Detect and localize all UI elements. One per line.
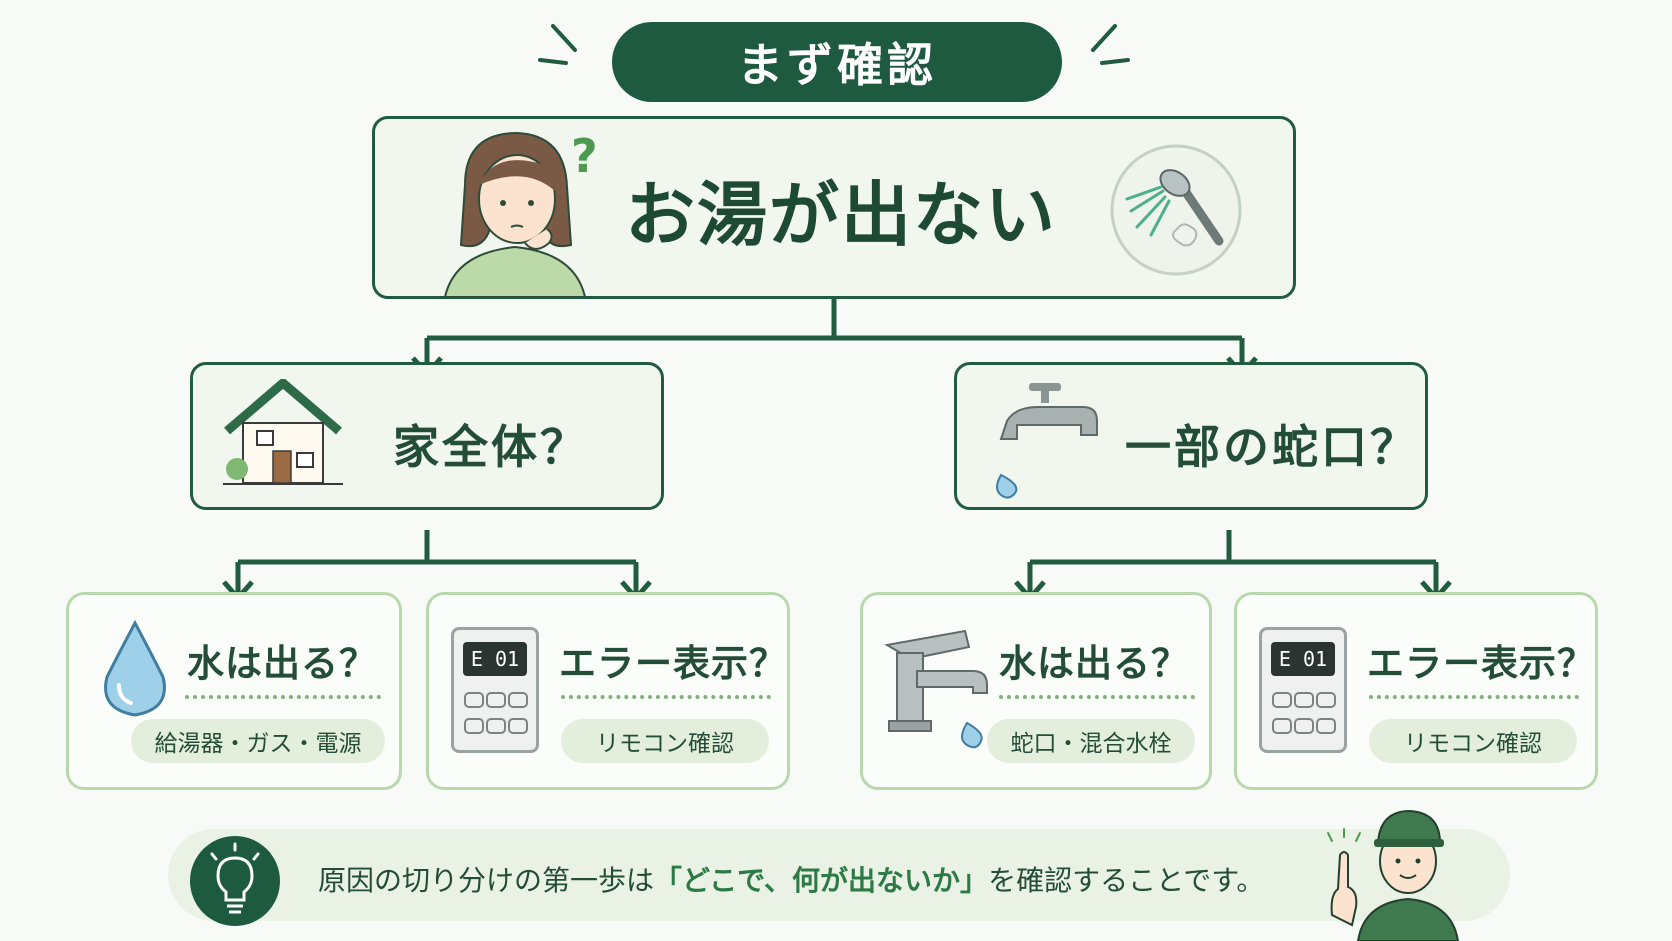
remote-buttons-row2 <box>1272 718 1336 734</box>
remote-control-icon: E 01 <box>1259 627 1347 753</box>
tip-note-bar: 原因の切り分けの第一歩は「どこで、何が出ないか」を確認することです。 <box>168 829 1510 921</box>
shower-icon <box>1110 144 1242 276</box>
branch-box-some-faucet: 一部の蛇口？ <box>954 362 1428 510</box>
dotted-divider <box>561 695 771 699</box>
chip-house-error: リモコン確認 <box>561 719 769 763</box>
branch-box-whole-house: 家全体？ <box>190 362 664 510</box>
leaf-card-house-water: 水は出る？ 給湯器・ガス・電源 <box>66 592 402 790</box>
main-problem-box: ? お湯が出ない <box>372 116 1296 299</box>
title-sparks <box>538 24 1130 65</box>
branch-title-whole-house: 家全体？ <box>393 420 589 474</box>
leaf-card-faucet-water: 水は出る？ 蛇口・混合水栓 <box>860 592 1212 790</box>
tip-note-prefix: 原因の切り分けの第一歩は <box>318 864 655 897</box>
dotted-divider <box>1369 695 1579 699</box>
house-icon <box>223 379 343 485</box>
dotted-divider <box>999 695 1195 699</box>
question-mark-icon: ? <box>571 129 598 183</box>
worker-pointing-icon <box>1327 809 1460 941</box>
section-title: まず確認 <box>737 38 937 92</box>
remote-buttons-row2 <box>464 718 528 734</box>
lightbulb-badge <box>190 836 280 926</box>
thinking-woman-icon <box>443 131 587 297</box>
section-title-pill: まず確認 <box>612 22 1062 102</box>
leaf-title-house-water: 水は出る？ <box>187 642 377 685</box>
leaf-title-faucet-water: 水は出る？ <box>999 642 1189 685</box>
remote-buttons-row1 <box>1272 692 1336 708</box>
tip-note-text: 原因の切り分けの第一歩は「どこで、何が出ないか」を確認することです。 <box>318 859 1264 899</box>
leaf-title-faucet-error: エラー表示？ <box>1367 642 1595 685</box>
chip-faucet-error: リモコン確認 <box>1369 719 1577 763</box>
remote-display: E 01 <box>463 642 527 676</box>
faucet-icon <box>996 383 1098 499</box>
remote-buttons-row1 <box>464 692 528 708</box>
chip-house-water: 給湯器・ガス・電源 <box>131 719 385 763</box>
main-problem-title: お湯が出ない <box>625 174 1057 256</box>
leaf-card-house-error: E 01 エラー表示？ リモコン確認 <box>426 592 790 790</box>
lightbulb-icon <box>210 842 260 914</box>
remote-control-icon: E 01 <box>451 627 539 753</box>
branch-title-some-faucet: 一部の蛇口？ <box>1125 420 1419 474</box>
leaf-card-faucet-error: E 01 エラー表示？ リモコン確認 <box>1234 592 1598 790</box>
dotted-divider <box>185 695 381 699</box>
tip-note-suffix: を確認することです。 <box>988 864 1265 897</box>
leaf-title-house-error: エラー表示？ <box>559 642 787 685</box>
water-drop-icon <box>104 619 166 717</box>
tip-note-highlight: 「どこで、何が出ないか」 <box>654 864 989 897</box>
remote-display: E 01 <box>1271 642 1335 676</box>
mixer-faucet-icon <box>884 629 988 749</box>
chip-faucet-water: 蛇口・混合水栓 <box>987 719 1195 763</box>
